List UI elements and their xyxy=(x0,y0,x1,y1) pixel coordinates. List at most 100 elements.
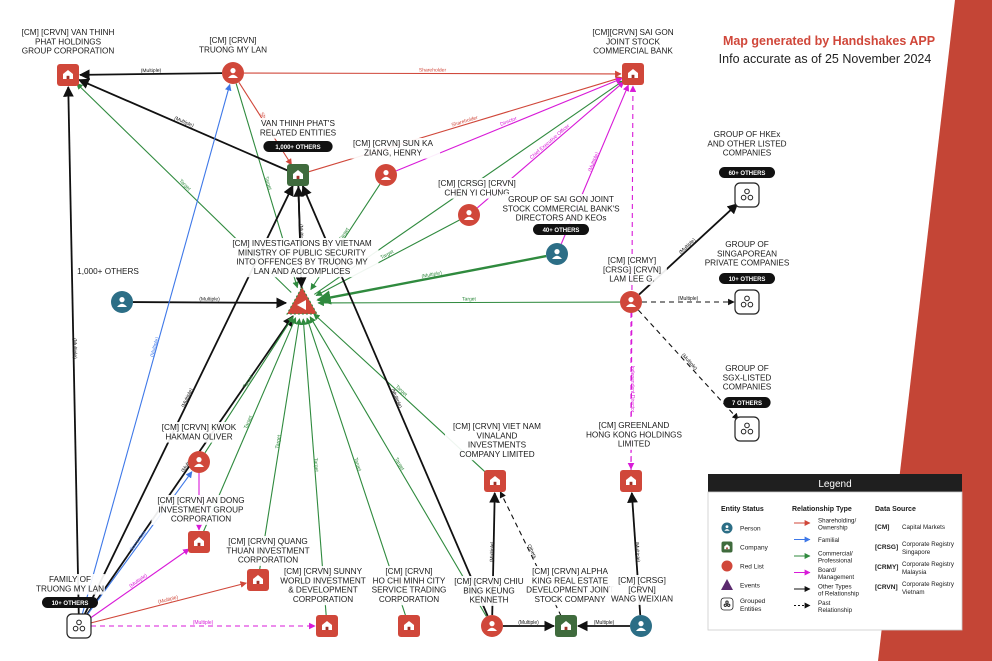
group-dot-1 xyxy=(72,625,79,632)
node-box xyxy=(734,182,760,208)
edge-label: Shareholder xyxy=(451,115,479,129)
edge-line xyxy=(63,85,80,615)
company-icon[interactable] xyxy=(57,64,79,86)
person-icon[interactable] xyxy=(458,204,480,226)
person-icon[interactable] xyxy=(375,164,397,186)
legend-status-label: Red List xyxy=(740,564,764,571)
node-label-bg xyxy=(73,266,143,278)
node-tml[interactable]: [CM] [CRVN]TRUONG MY LAN xyxy=(198,35,268,84)
person-head xyxy=(489,621,495,627)
legend-relationship-label: Management xyxy=(818,574,854,581)
edge-line xyxy=(81,83,232,615)
building-door xyxy=(66,75,70,79)
node-chen[interactable]: [CM] [CRSG] [CRVN]CHEN YI CHUNG xyxy=(429,178,525,226)
edge-label: (Multiple) xyxy=(678,296,699,302)
person-body xyxy=(626,303,636,307)
node-label-line: COMPANIES xyxy=(723,383,772,392)
edge-tml-vtp: (Multiple) xyxy=(78,68,223,81)
node-wang[interactable]: [CM] [CRSG][CRVN]WANG WEIXIAN xyxy=(609,575,675,637)
building-door xyxy=(296,175,300,179)
person-icon[interactable] xyxy=(630,615,652,637)
node-label-line: [CM] [CRVN] AN DONG xyxy=(157,496,244,505)
event-icon[interactable] xyxy=(286,285,318,315)
node-label-line: LAM LEE G. xyxy=(609,275,655,284)
node-label-line: [CM] [CRVN] QUANG xyxy=(228,537,307,546)
company-icon[interactable] xyxy=(555,615,577,637)
node-vinaland[interactable]: [CM] [CRVN] VIET NAMVINALANDINVESTMENTSC… xyxy=(445,421,549,492)
group-icon[interactable] xyxy=(734,416,760,442)
building-door xyxy=(493,481,497,485)
person-body xyxy=(194,463,204,467)
edge-scbdir-inv: (Multiple) xyxy=(316,254,547,305)
person-icon[interactable] xyxy=(111,291,133,313)
person-icon[interactable] xyxy=(222,62,244,84)
company-icon[interactable] xyxy=(188,531,210,553)
legend-source-item: [CM]Capital Markets xyxy=(875,524,945,531)
edge-line xyxy=(638,309,739,420)
person-icon[interactable] xyxy=(188,451,210,473)
legend-title: Legend xyxy=(818,479,851,490)
company-icon[interactable] xyxy=(484,470,506,492)
node-label-line: HO CHI MINH CITY xyxy=(373,576,446,585)
node-label-line: [CM] [CRVN] ALPHA xyxy=(532,567,608,576)
person-icon[interactable] xyxy=(481,615,503,637)
legend-relationship-label: Other Types xyxy=(818,584,852,591)
building-shape xyxy=(404,621,414,630)
node-badge-text: 60+ OTHERS xyxy=(729,171,766,177)
node-label-line: INVESTMENT GROUP xyxy=(159,505,244,514)
company-icon[interactable] xyxy=(287,164,309,186)
edge-label: Target xyxy=(393,457,406,473)
building-shape xyxy=(63,70,73,79)
node-label-line: [CM] [CRVN] KWOK xyxy=(162,423,237,432)
group-icon[interactable] xyxy=(66,613,92,639)
building-shape xyxy=(194,537,204,546)
legend-status-label: Entities xyxy=(740,606,762,613)
edge-line xyxy=(90,581,248,624)
building-door xyxy=(256,580,260,584)
event-triangle xyxy=(286,285,318,315)
person-icon[interactable] xyxy=(620,291,642,313)
node-lam[interactable]: [CM] [CRMY][CRSG] [CRVN]LAM LEE G. xyxy=(597,255,667,313)
legend-relationship-header: Relationship Type xyxy=(792,506,852,513)
edge-line xyxy=(78,78,289,172)
company-icon[interactable] xyxy=(398,615,420,637)
node-label-line: KING REAL ESTATE xyxy=(532,576,609,585)
group-icon[interactable] xyxy=(734,182,760,208)
node-label-bg xyxy=(255,118,341,139)
group-icon[interactable] xyxy=(734,289,760,315)
node-badge-text: 10+ OTHERS xyxy=(729,277,766,283)
node-badge-text: 1,000+ OTHERS xyxy=(275,145,320,151)
node-label-line: [CM] INVESTIGATIONS BY VIETNAM xyxy=(232,239,372,248)
person-head xyxy=(466,210,472,216)
node-badge xyxy=(263,141,333,152)
company-icon[interactable] xyxy=(247,569,269,591)
node-others1000[interactable]: 1,000+ OTHERS xyxy=(73,266,143,313)
person-icon[interactable] xyxy=(546,243,568,265)
company-icon[interactable] xyxy=(622,63,644,85)
node-badge xyxy=(719,167,775,178)
company-icon[interactable] xyxy=(316,615,338,637)
company-icon[interactable] xyxy=(620,470,642,492)
edge-family-sunny: (Multiple) xyxy=(91,620,316,630)
